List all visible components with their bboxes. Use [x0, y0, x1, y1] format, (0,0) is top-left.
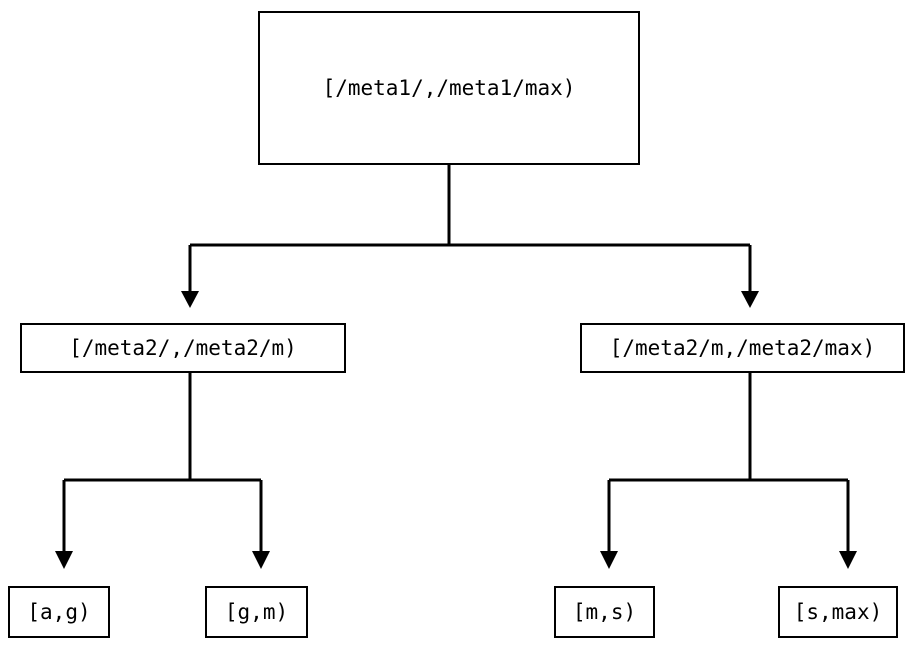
node-leaf-2-label: [g,m) [224, 599, 289, 624]
node-mid-right-label: [/meta2/m,/meta2/max) [609, 335, 876, 360]
node-leaf-2[interactable]: [g,m) [205, 586, 308, 638]
node-leaf-4-label: [s,max) [793, 599, 883, 624]
arrowhead-to-leaf-2 [252, 551, 270, 569]
edge-root-to-children-group [181, 165, 759, 308]
edge-mid-left-to-children-group [55, 373, 270, 569]
arrowhead-to-mid-right [741, 291, 759, 308]
node-root[interactable]: [/meta1/,/meta1/max) [258, 11, 640, 165]
node-mid-right[interactable]: [/meta2/m,/meta2/max) [580, 323, 905, 373]
node-leaf-4[interactable]: [s,max) [778, 586, 898, 638]
node-mid-left[interactable]: [/meta2/,/meta2/m) [20, 323, 346, 373]
node-leaf-3[interactable]: [m,s) [554, 586, 655, 638]
node-mid-left-label: [/meta2/,/meta2/m) [69, 335, 297, 360]
node-leaf-1[interactable]: [a,g) [8, 586, 110, 638]
node-leaf-1-label: [a,g) [27, 599, 91, 624]
arrowhead-to-leaf-1 [55, 551, 73, 569]
node-leaf-3-label: [m,s) [572, 599, 637, 624]
arrowhead-to-leaf-4 [839, 551, 857, 569]
arrowhead-to-mid-left [181, 291, 199, 308]
node-root-label: [/meta1/,/meta1/max) [322, 75, 576, 100]
arrowhead-to-leaf-3 [600, 551, 618, 569]
edge-mid-right-to-children-group [600, 373, 857, 569]
